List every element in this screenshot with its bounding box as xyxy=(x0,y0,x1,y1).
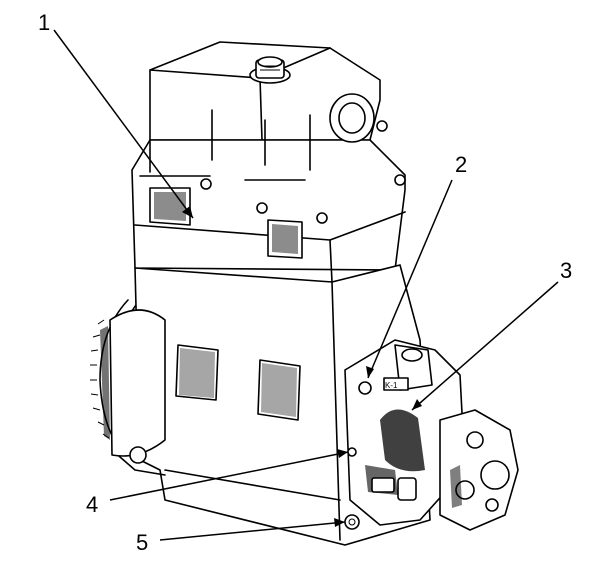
discharge-port xyxy=(329,93,388,143)
part-marking: K-1 xyxy=(385,381,398,390)
callout-4: 4 xyxy=(86,492,98,517)
valve-housing: K-1 xyxy=(344,339,519,531)
callout-5: 5 xyxy=(136,530,148,555)
callout-1: 1 xyxy=(38,10,50,35)
callout-labels: 1 2 3 4 5 xyxy=(38,10,572,555)
housing-bolts xyxy=(200,174,406,224)
callout-2: 2 xyxy=(455,152,467,177)
callout-leaders xyxy=(53,29,559,541)
callout-3: 3 xyxy=(560,258,572,283)
top-fitting xyxy=(249,56,291,84)
